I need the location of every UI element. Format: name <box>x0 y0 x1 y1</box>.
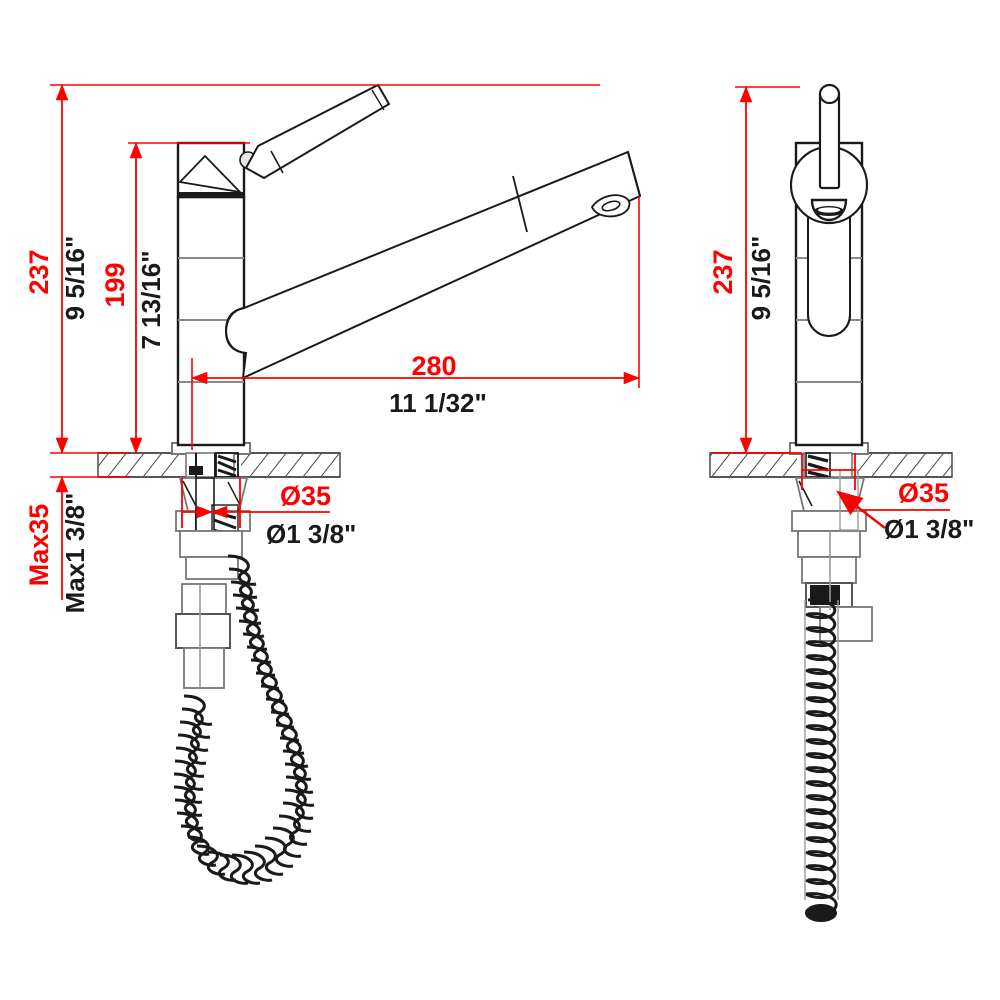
mounting-hardware-left <box>175 452 251 689</box>
coiled-hose-loop-left <box>173 554 315 885</box>
label-dia35-metric-right: Ø35 <box>898 478 949 508</box>
label-dia35-metric-left: Ø35 <box>280 481 331 511</box>
lever-handle-right <box>789 83 869 225</box>
label-237-imperial-right: 9 5/16" <box>746 236 776 321</box>
hole-marks-right <box>760 452 856 490</box>
label-dia35-imperial-left: Ø1 3/8" <box>266 519 356 549</box>
dimension-dia35-left <box>181 478 330 528</box>
dimension-dia35-right <box>836 490 950 529</box>
lever-handle-left <box>244 83 391 180</box>
label-237-imperial-left: 9 5/16" <box>60 236 90 321</box>
label-dia35-imperial-right: Ø1 3/8" <box>884 514 974 544</box>
label-199-metric-left: 199 <box>100 262 130 307</box>
spout-outline-right <box>807 199 851 337</box>
coiled-hose-straight-right <box>804 598 839 922</box>
dimension-237-left <box>50 84 600 454</box>
label-max35-imperial: Max1 3/8" <box>60 493 90 614</box>
faucet-body-column-left <box>171 141 257 455</box>
dimension-199-left <box>128 142 250 454</box>
label-max35-metric: Max35 <box>24 504 54 587</box>
label-199-imperial-left: 7 13/16" <box>136 250 166 349</box>
mounting-hardware-right <box>791 452 873 642</box>
front-view-group <box>709 83 953 922</box>
label-280-metric: 280 <box>411 351 456 381</box>
dimension-280-left <box>191 196 640 450</box>
dimension-max35-left <box>50 476 130 600</box>
label-280-imperial: 11 1/32" <box>389 388 487 418</box>
label-237-metric-left: 237 <box>24 249 54 294</box>
pull-out-spout-left <box>224 150 642 380</box>
side-view-group <box>50 83 642 885</box>
label-237-metric-right: 237 <box>708 249 738 294</box>
